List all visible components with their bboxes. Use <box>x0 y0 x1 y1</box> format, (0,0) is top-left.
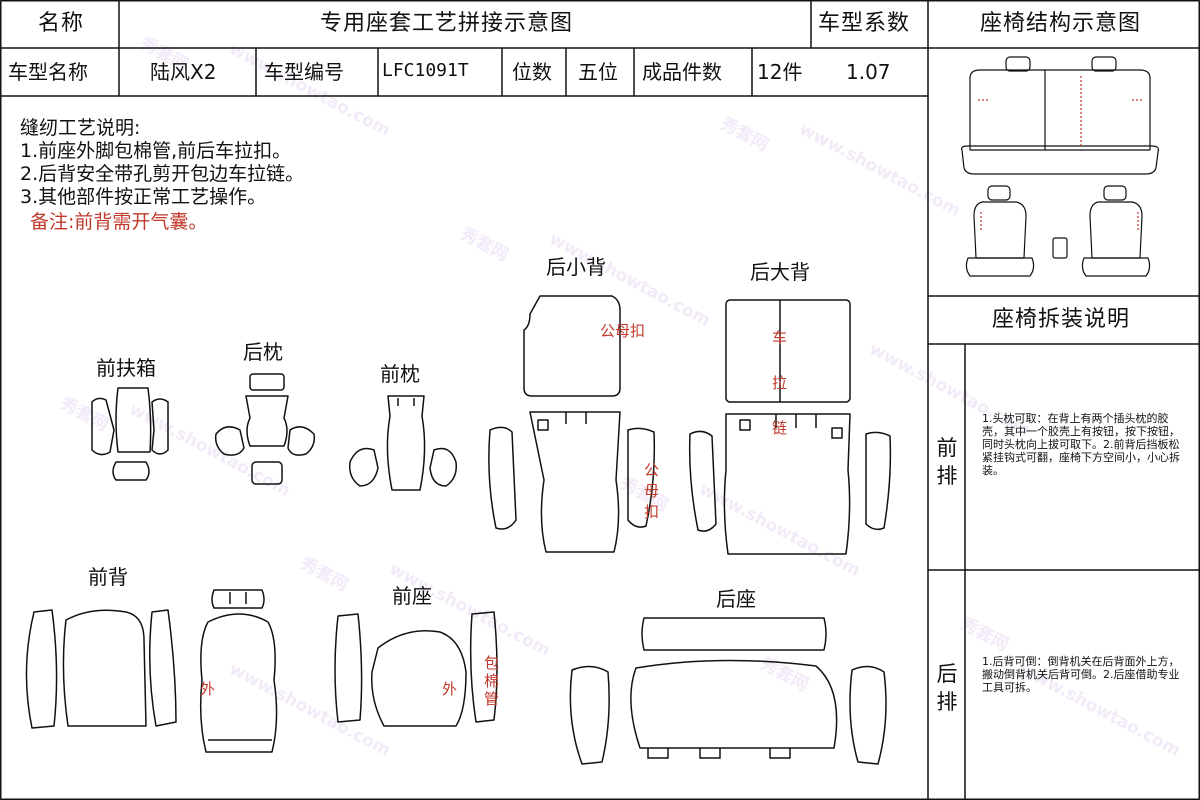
page-title: 专用座套工艺拼接示意图 <box>320 11 574 36</box>
seat-structure-illustration <box>961 56 1159 277</box>
mark-outer: 外 <box>442 680 458 698</box>
rear-small-back-pieces <box>488 295 656 553</box>
mark-cotton-pipe: 包棉管 <box>484 654 500 708</box>
rear-row-label: 后排 <box>936 662 958 714</box>
instruction-item: 3.其他部件按正常工艺操作。 <box>20 186 267 208</box>
rear-seat-pieces <box>569 617 887 765</box>
front-armrest-pieces <box>91 387 169 481</box>
mark-outer: 外 <box>200 680 216 698</box>
front-row-instructions: 1.头枕可取：在背上有两个插头枕的胶壳，其中一个胶壳上有按钮，按下按钮，同时头枕… <box>982 412 1180 477</box>
model-code-label: 车型编号 <box>264 60 344 84</box>
remark: 备注:前背需开气囊。 <box>30 211 208 233</box>
label-front-armrest: 前扶箱 <box>96 356 156 380</box>
seats-label: 位数 <box>512 60 552 84</box>
coef-value: 1.07 <box>846 60 891 84</box>
label-rear-small-back: 后小背 <box>546 255 606 279</box>
model-name-label: 车型名称 <box>8 60 88 84</box>
front-headrest-pieces <box>348 395 458 491</box>
model-name-value: 陆风X2 <box>150 60 217 84</box>
rear-headrest-pieces <box>214 373 316 485</box>
label-rear-headrest: 后枕 <box>243 340 283 364</box>
disassembly-title: 座椅拆装说明 <box>992 307 1131 332</box>
front-back-pieces <box>25 589 278 753</box>
structure-marks <box>978 76 1144 232</box>
pieces-label: 成品件数 <box>642 60 722 84</box>
instruction-item: 1.前座外脚包棉管,前后车拉扣。 <box>20 140 292 162</box>
label-front-seat: 前座 <box>392 584 432 608</box>
label-rear-seat: 后座 <box>716 587 756 611</box>
instruction-item: 2.后背安全带孔剪开包边车拉链。 <box>20 163 305 185</box>
instructions-title: 缝纫工艺说明: <box>20 117 141 139</box>
label-front-back: 前背 <box>88 565 128 589</box>
pieces-value: 12件 <box>757 60 803 84</box>
mark-zipper-vertical: 车拉链 <box>772 329 788 437</box>
front-row-label: 前排 <box>936 436 958 488</box>
front-seat-pieces <box>334 611 498 727</box>
model-code-value: LFC1091T <box>382 60 469 81</box>
coef-label: 车型系数 <box>818 11 911 36</box>
rear-row-instructions: 1.后背可倒：倒背机关在后背面外上方，搬动倒背机关后背可倒。2.后座借助专业工具… <box>982 655 1180 694</box>
label-rear-big-back: 后大背 <box>750 260 810 284</box>
name-label: 名称 <box>38 11 85 36</box>
mark-snap-vertical: 公母扣 <box>644 461 660 521</box>
structure-title: 座椅结构示意图 <box>980 11 1142 36</box>
rear-big-back-pieces <box>688 299 892 555</box>
seats-value: 五位 <box>578 60 618 84</box>
mark-snap: 公母扣 <box>600 322 646 340</box>
label-front-headrest: 前枕 <box>380 362 420 386</box>
